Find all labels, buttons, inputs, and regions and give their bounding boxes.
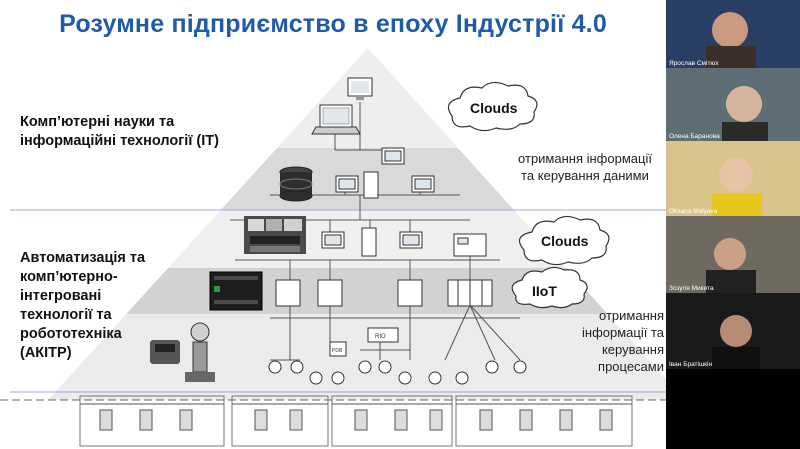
monitor-icon-top [347,77,373,100]
participant-name: Олена Баранова [669,133,720,140]
iiot-label: IIoT [532,283,557,299]
right-text-data-line-2: та керування даними [521,168,649,183]
rio-box [367,327,399,343]
industry-pyramid-diagram: RIO PDB [0,48,666,447]
participant-name: Ярослав Смітюх [669,60,719,67]
clouds-label-top: Clouds [470,100,518,116]
participant-tile[interactable]: Іван Братішкін [666,293,800,369]
akitr-label-line-2: комп’ютерно- [20,269,118,285]
slide-title: Розумне підприємство в епоху Індустрії 4… [59,10,607,38]
cloud-shape-mid [518,215,610,266]
pdb-label: PDB [332,348,343,354]
laptop-icon [311,104,361,135]
right-text-process: отримання інформації та керування процес… [560,307,664,375]
akitr-label-line-4: технології та [20,307,112,323]
right-text-process-line-3: керування [601,342,664,357]
participant-video [666,293,800,369]
database-icon [279,166,313,202]
akitr-label-line-1: Автоматизація та [20,250,146,266]
pc-icons-row-3 [321,227,487,257]
control-room-photo [244,216,306,254]
akitr-label-line-6: (АКІТР) [20,345,72,361]
akitr-label: Автоматизація та комп’ютерно- інтегрован… [20,249,145,363]
participant-tile[interactable]: Oksana Malyava [666,141,800,216]
it-label: Комп’ютерні науки та інформаційні технол… [20,113,219,151]
participant-tile[interactable]: Зозуля Микита [666,216,800,293]
cloud-shape-top [447,81,538,132]
cloud-shape-iiot [511,266,588,309]
field-devices [268,360,527,385]
akitr-label-line-5: робототехніка [20,326,122,342]
participant-video [666,0,800,68]
participant-name: Oksana Malyava [669,208,718,215]
plc-racks [275,279,493,307]
rio-label: RIO [375,334,386,340]
right-text-process-line-4: процесами [598,359,664,374]
pdb-box [329,341,347,357]
participant-name: Зозуля Микита [669,285,714,292]
valve-sensor-icons [150,322,215,382]
participant-name: Іван Братішкін [669,361,713,368]
it-label-line-2: інформаційні технології (IT) [20,133,219,149]
participant-video [666,141,800,216]
right-text-process-line-2: інформації та [582,325,664,340]
right-text-data: отримання інформації та керування даними [505,150,665,184]
participant-tile[interactable]: Олена Баранова [666,68,800,141]
participants-panel: Ярослав Смітюх Олена Баранова Oksana Mal… [666,0,800,449]
it-label-line-1: Комп’ютерні науки та [20,114,175,130]
plc-controller-icon [209,271,263,311]
presentation-slide: Розумне підприємство в епоху Індустрії 4… [0,0,666,449]
participant-video [666,68,800,141]
participant-video [666,216,800,293]
process-diagrams [79,395,633,447]
participant-tile[interactable]: Ярослав Смітюх [666,0,800,68]
right-text-data-line-1: отримання інформації [518,151,652,166]
akitr-label-line-3: інтегровані [20,288,102,304]
pc-icons-row-2 [335,147,435,199]
right-text-process-line-1: отримання [599,308,664,323]
clouds-label-mid: Clouds [541,233,589,249]
